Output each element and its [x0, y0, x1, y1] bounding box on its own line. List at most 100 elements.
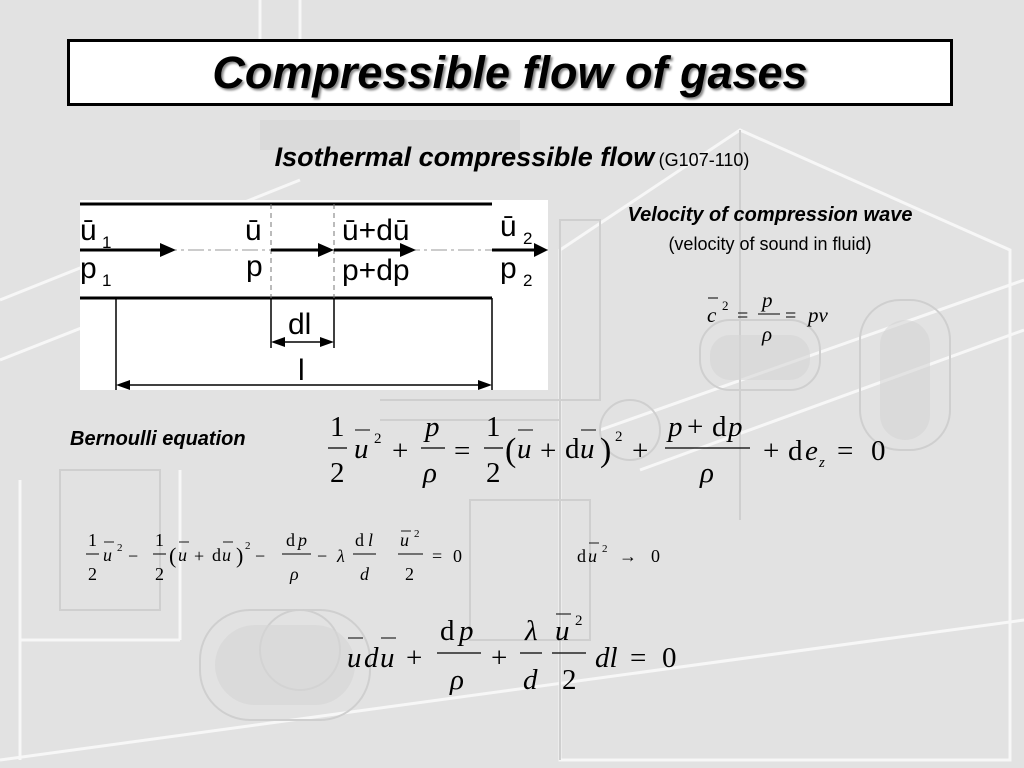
svg-text:−: −	[255, 546, 265, 566]
svg-text:+: +	[194, 546, 204, 566]
label-dl: dl	[288, 308, 311, 341]
svg-text:+: +	[491, 642, 507, 674]
svg-text:p: p	[726, 411, 743, 443]
label-p2: p	[500, 252, 517, 285]
svg-text:=: =	[837, 435, 853, 467]
label-l: l	[298, 354, 305, 387]
svg-text:−: −	[128, 546, 138, 566]
svg-text:1: 1	[155, 530, 164, 550]
svg-text:d: d	[360, 564, 370, 584]
svg-text:ρ: ρ	[449, 664, 464, 696]
svg-text:d: d	[355, 530, 364, 550]
svg-text:=: =	[454, 435, 470, 467]
svg-text:d: d	[523, 664, 538, 696]
svg-text:0: 0	[453, 546, 462, 566]
svg-text:(: (	[505, 432, 516, 469]
svg-text:u: u	[347, 642, 362, 674]
svg-text:ρ: ρ	[289, 564, 299, 584]
svg-text:=: =	[630, 642, 646, 674]
svg-text:pv: pv	[806, 303, 829, 327]
svg-text:ρ: ρ	[699, 457, 714, 489]
svg-text:2: 2	[602, 543, 608, 555]
svg-text:): )	[600, 432, 611, 469]
svg-text:2: 2	[486, 457, 501, 489]
svg-text:−: −	[317, 546, 327, 566]
svg-text:2: 2	[615, 429, 623, 445]
bernoulli-equation: 1 2 u 2 + p ρ = 1 2 ( u + d u ) 2 + p + …	[328, 411, 886, 489]
bernoulli-label: Bernoulli equation	[70, 428, 246, 450]
label-u-plus-du: ū+dū	[342, 214, 410, 247]
svg-text:2: 2	[330, 457, 345, 489]
svg-text:d: d	[286, 530, 295, 550]
wave-velocity-subtitle: (velocity of sound in fluid)	[668, 234, 872, 254]
svg-text:2: 2	[562, 664, 577, 696]
svg-text:ρ: ρ	[422, 457, 437, 489]
label-p2-sub: 2	[523, 271, 532, 290]
subtitle-main: Isothermal compressible flow	[274, 142, 655, 172]
svg-text:→: →	[619, 546, 637, 566]
svg-text:p: p	[296, 530, 307, 550]
svg-text:u: u	[400, 530, 409, 550]
svg-text:1: 1	[88, 530, 97, 550]
svg-text:e: e	[805, 435, 818, 467]
svg-text:+: +	[406, 642, 422, 674]
svg-text:2: 2	[155, 564, 164, 584]
label-u2: ū	[500, 210, 517, 243]
svg-text:u: u	[354, 433, 369, 465]
svg-text:0: 0	[651, 546, 660, 566]
slide-subtitle: Isothermal compressible flow (G107-110)	[0, 142, 1024, 173]
svg-text:ρ: ρ	[761, 322, 772, 346]
svg-text:p: p	[760, 288, 773, 312]
svg-text:u: u	[380, 642, 395, 674]
svg-text:2: 2	[88, 564, 97, 584]
svg-text:u: u	[517, 433, 532, 465]
svg-text:dl: dl	[595, 642, 618, 674]
wave-velocity-title: Velocity of compression wave	[627, 204, 913, 226]
label-u1: ū	[80, 214, 97, 247]
svg-text:d: d	[788, 435, 803, 467]
limit-note: d u 2 → 0	[577, 542, 660, 566]
label-u2-sub: 2	[523, 229, 532, 248]
svg-text:d: d	[577, 546, 586, 566]
sound-speed-equation: c 2 = p ρ = pv	[707, 288, 829, 346]
svg-text:2: 2	[722, 298, 729, 313]
svg-text:d: d	[440, 615, 455, 647]
svg-text:1: 1	[486, 411, 501, 443]
label-p-plus-dp: p+dp	[342, 254, 410, 287]
svg-text:l: l	[368, 530, 373, 550]
svg-text:2: 2	[117, 542, 123, 554]
slide-title: Compressible flow of gases	[212, 46, 808, 98]
svg-text:1: 1	[330, 411, 345, 443]
svg-text:2: 2	[374, 431, 382, 447]
svg-text:u: u	[555, 615, 570, 647]
label-p: p	[246, 250, 263, 283]
svg-text:d: d	[565, 433, 580, 465]
svg-text:+: +	[632, 435, 648, 467]
svg-text:2: 2	[575, 613, 583, 629]
svg-text:p: p	[423, 411, 440, 443]
svg-text:+: +	[687, 411, 703, 443]
svg-text:c: c	[707, 303, 717, 327]
svg-text:d: d	[712, 411, 727, 443]
label-u: ū	[245, 214, 262, 247]
svg-text:+: +	[763, 435, 779, 467]
svg-text:d: d	[364, 642, 379, 674]
svg-text:(: (	[169, 543, 176, 568]
svg-text:p: p	[666, 411, 683, 443]
svg-text:u: u	[103, 545, 112, 565]
svg-text:d: d	[212, 545, 221, 565]
svg-text:+: +	[392, 435, 408, 467]
svg-text:2: 2	[245, 540, 251, 552]
svg-text:p: p	[457, 615, 474, 647]
svg-text:2: 2	[405, 564, 414, 584]
label-u1-sub: 1	[102, 233, 111, 252]
svg-text:u: u	[222, 545, 231, 565]
slide-title-box: Compressible flow of gases	[67, 39, 953, 106]
svg-text:u: u	[588, 546, 597, 566]
svg-text:0: 0	[662, 642, 677, 674]
svg-text:+: +	[540, 435, 556, 467]
svg-text:=: =	[785, 305, 796, 327]
svg-text:z: z	[818, 455, 825, 471]
svg-text:u: u	[580, 433, 595, 465]
pipe-flow-diagram: ū 1 p 1 ū p ū+dū p+dp ū 2 p 2 dl l	[80, 200, 548, 390]
